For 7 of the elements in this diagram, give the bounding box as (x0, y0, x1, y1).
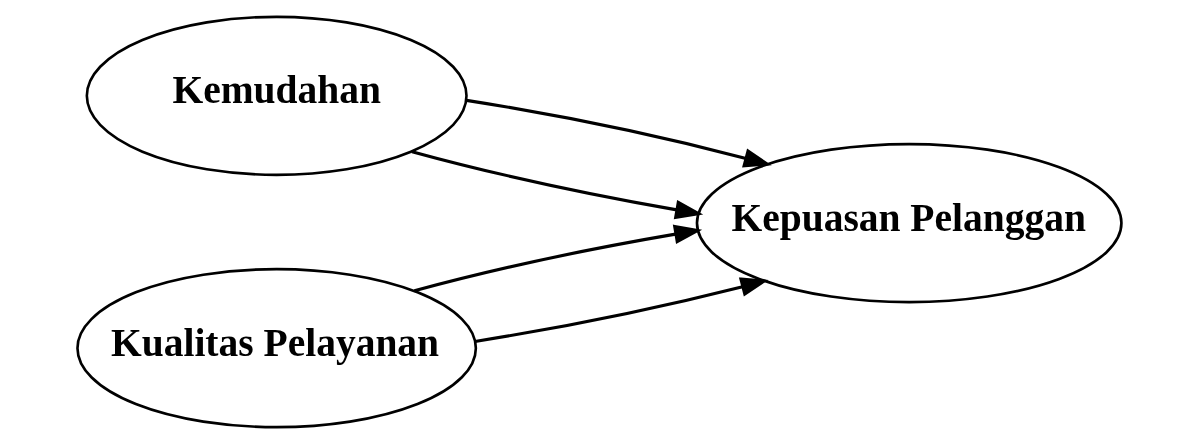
arrow (465, 98, 772, 168)
node-ellipse: Kualitas Pelayanan (75, 267, 477, 429)
arrow (474, 277, 769, 343)
arrow (413, 224, 702, 293)
node-ellipse: Kepuasan Pelanggan (695, 142, 1123, 304)
arrow (411, 150, 703, 220)
node-ellipse: Kemudahan (85, 15, 468, 177)
